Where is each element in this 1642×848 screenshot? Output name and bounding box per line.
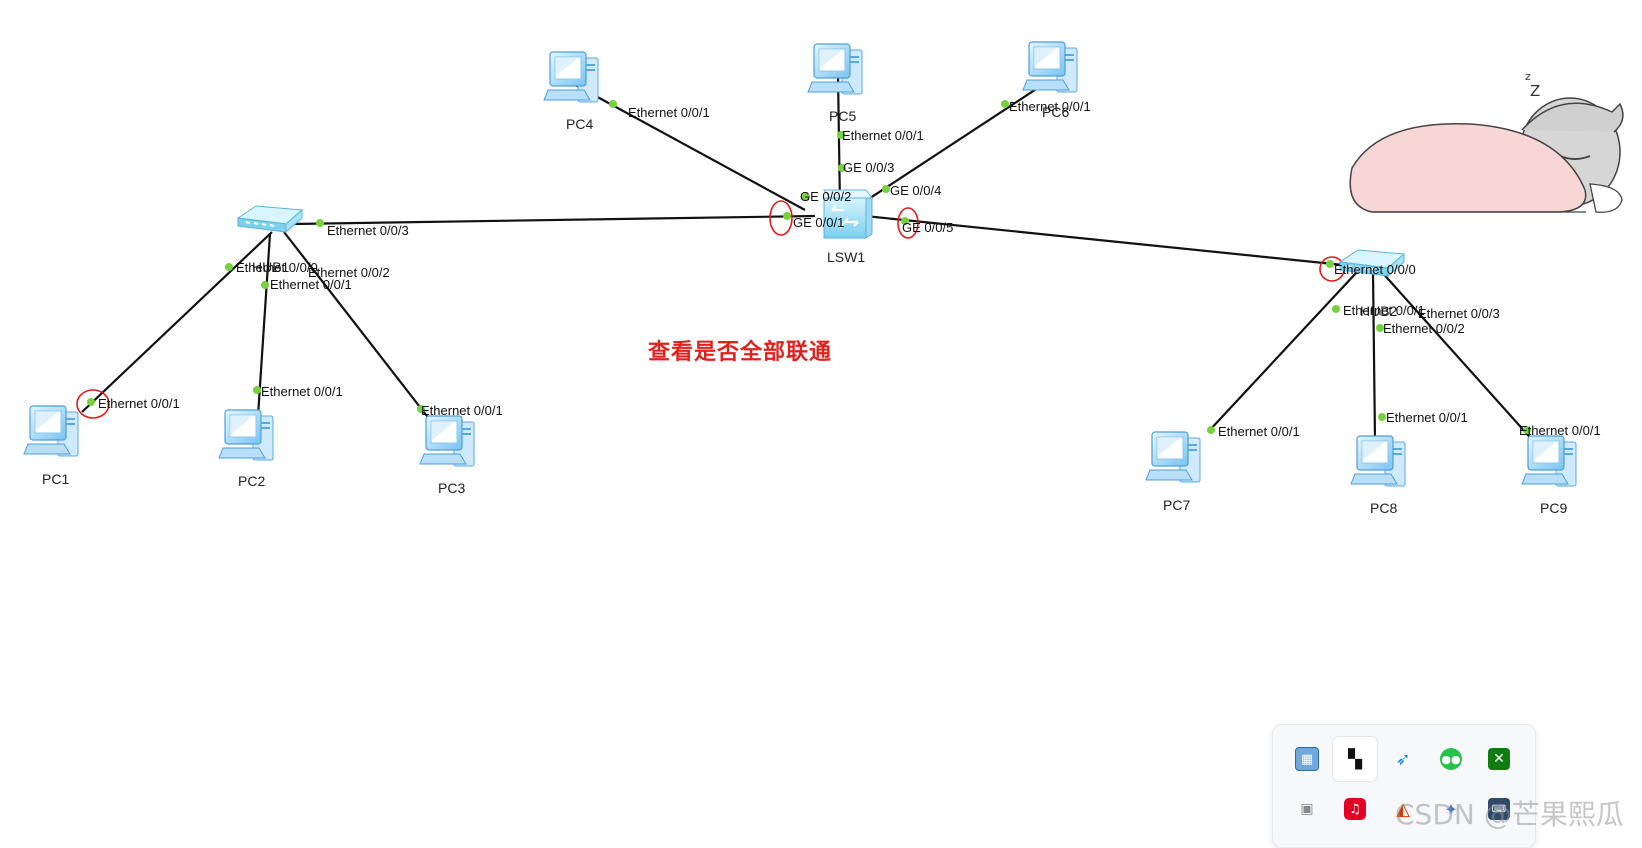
link-hub1-pc3 — [283, 231, 431, 421]
port-dots — [87, 100, 1531, 434]
pc1-label: PC1 — [42, 471, 69, 487]
svg-text:Z: Z — [1530, 82, 1540, 100]
pc3-icon[interactable] — [419, 415, 475, 467]
hub1-e2-label: Ethernet 0/0/2 — [308, 265, 390, 280]
hub2-e2-label: Ethernet 0/0/2 — [1383, 321, 1465, 336]
pc2-label: PC2 — [238, 473, 265, 489]
office-icon[interactable]: ◭ — [1396, 798, 1410, 820]
pc5-port-label: Ethernet 0/0/1 — [842, 128, 924, 143]
hub1-e1-label: Ethernet 0/0/1 — [270, 277, 352, 292]
netease-music-icon[interactable]: ♫ — [1333, 787, 1377, 831]
switch-lsw1-icon[interactable] — [823, 189, 873, 239]
highlight-circles — [76, 200, 1345, 419]
lsw1-label: LSW1 — [827, 249, 865, 265]
pc5-label: PC5 — [829, 108, 856, 124]
pc3-label: PC3 — [438, 480, 465, 496]
pc4-icon[interactable] — [543, 51, 599, 103]
palette-app-icon[interactable]: ✦ — [1444, 799, 1458, 819]
pc8-label: PC8 — [1370, 500, 1397, 516]
connectivity-note: 查看是否全部联通 — [648, 340, 833, 365]
hub2-e0-label: Ethernet 0/0/0 — [1334, 262, 1416, 277]
link-pc4-lsw1 — [569, 81, 806, 211]
lsw1-ge2-label: GE 0/0/2 — [800, 189, 851, 204]
lsw1-ge1-label: GE 0/0/1 — [793, 215, 844, 230]
link-hub1-pc1 — [81, 231, 273, 413]
hub1-e3-label: Ethernet 0/0/3 — [327, 223, 409, 238]
wechat-icon[interactable]: ●● — [1429, 737, 1473, 781]
pc9-port-label: Ethernet 0/0/1 — [1519, 423, 1601, 438]
pc4-label: PC4 — [566, 116, 593, 132]
bookmark-app-icon[interactable]: ▚ — [1333, 737, 1377, 781]
pc6-icon[interactable] — [1022, 41, 1078, 93]
lsw1-ge3-label: GE 0/0/3 — [843, 160, 894, 175]
pc9-icon[interactable] — [1521, 435, 1577, 487]
link-hub1-pc2 — [256, 233, 272, 417]
pc3-port-label: Ethernet 0/0/1 — [421, 403, 503, 418]
pc6-port-label: Ethernet 0/0/1 — [1009, 99, 1091, 114]
pc5-icon[interactable] — [807, 43, 863, 95]
pc8-icon[interactable] — [1350, 435, 1406, 487]
pc1-icon[interactable] — [23, 405, 79, 457]
keyboard-app-icon[interactable]: ⌨ — [1477, 787, 1521, 831]
pc2-icon[interactable] — [218, 409, 274, 461]
pc2-port-label: Ethernet 0/0/1 — [261, 384, 343, 399]
video-app-icon[interactable]: ▣ — [1300, 801, 1314, 817]
hub2-e1-label: Ethernet 0/0/1 — [1343, 303, 1425, 318]
csdn-watermark: CSDN @芒果熙瓜 — [1395, 798, 1624, 831]
link-hub1-lsw1 — [292, 214, 816, 226]
link-hub2-pc9 — [1379, 269, 1537, 445]
hub1-icon[interactable] — [236, 205, 304, 234]
hub2-label: HUB2 — [1360, 303, 1398, 319]
sleeping-character-sticker: z Z — [1349, 70, 1624, 213]
system-tray-overflow: ▦ ▚ ➶ ●● ✕ ▣ ♫ ◭ ✦ ⌨ — [1272, 724, 1536, 848]
pc7-icon[interactable] — [1145, 431, 1201, 483]
pc8-port-label: Ethernet 0/0/1 — [1386, 410, 1468, 425]
app-settings-icon[interactable]: ▦ — [1285, 737, 1329, 781]
pc4-port-label: Ethernet 0/0/1 — [628, 105, 710, 120]
svg-text:z: z — [1525, 70, 1531, 83]
lsw1-ge5-label: GE 0/0/5 — [902, 220, 953, 235]
lsw1-ge4-label: GE 0/0/4 — [890, 183, 941, 198]
feishu-icon[interactable]: ➶ — [1395, 748, 1411, 770]
link-pc5-lsw1 — [836, 75, 842, 207]
link-pc6-lsw1 — [857, 79, 1051, 207]
hub1-e0-label: Ethernet 0/0/0 — [236, 260, 318, 275]
hub1-label: HUB1 — [252, 259, 290, 275]
pc1-port-label: Ethernet 0/0/1 — [98, 396, 180, 411]
pc9-label: PC9 — [1540, 500, 1567, 516]
hub2-icon[interactable] — [1338, 249, 1406, 278]
pc7-port-label: Ethernet 0/0/1 — [1218, 424, 1300, 439]
hub2-e3-label: Ethernet 0/0/3 — [1418, 306, 1500, 321]
link-hub2-pc7 — [1207, 271, 1358, 433]
link-hub2-pc8 — [1371, 271, 1377, 441]
pc7-label: PC7 — [1163, 497, 1190, 513]
pc6-label: PC6 — [1042, 104, 1069, 120]
link-lsw1-hub2 — [864, 214, 1354, 268]
xbox-icon[interactable]: ✕ — [1477, 737, 1521, 781]
